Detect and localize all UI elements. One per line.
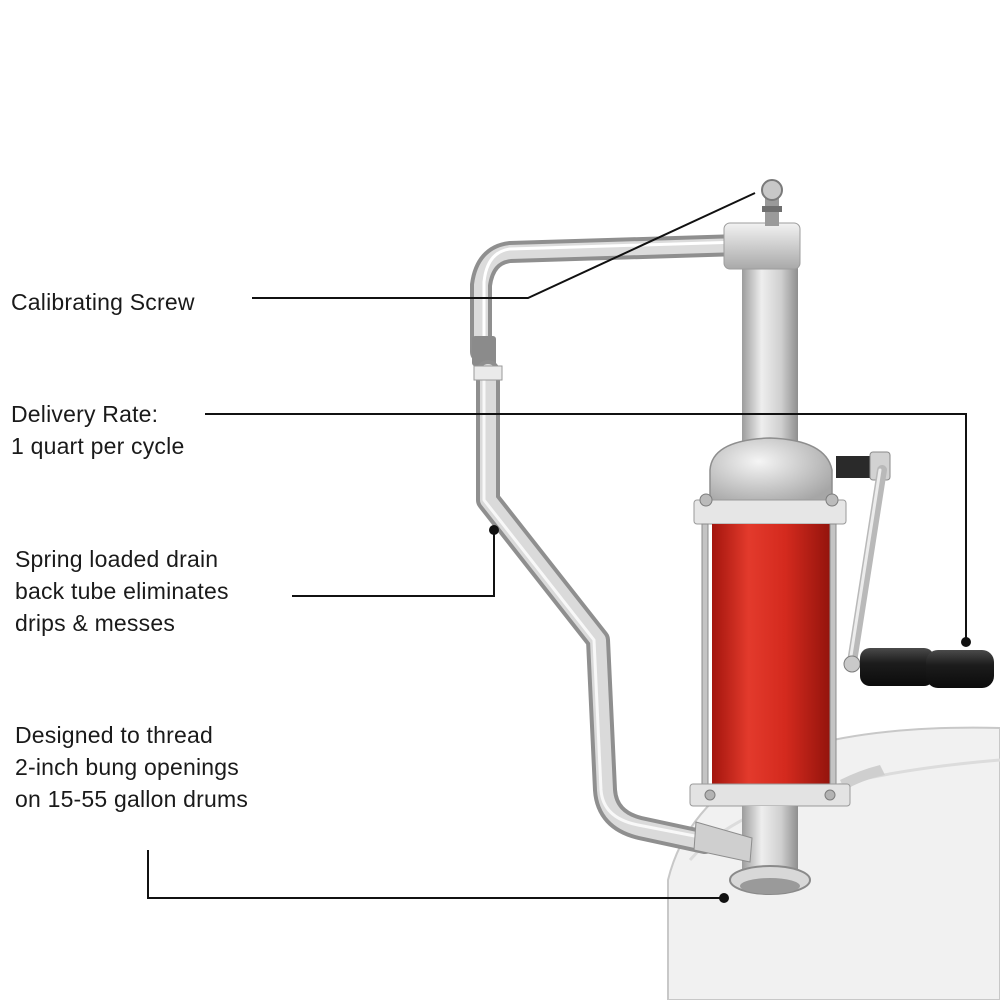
calibrating-screw-icon (761, 179, 783, 226)
leader-drain-back-tube-dot (489, 525, 499, 535)
pump-head (709, 437, 833, 506)
spout-tip (472, 336, 496, 366)
callout-text: 1 quart per cycle (11, 433, 185, 459)
leader-calibrating-screw (252, 192, 756, 299)
leader-drain-back-tube (292, 534, 495, 597)
leader-bung-thread (147, 850, 722, 899)
leader-lines (147, 192, 971, 903)
callout-bung-thread: Designed to thread 2-inch bung openings … (15, 719, 248, 815)
leader-bung-thread-dot (719, 893, 729, 903)
leader-delivery-rate (205, 413, 967, 638)
callout-text: drips & messes (15, 610, 176, 636)
callout-text: 2-inch bung openings (15, 754, 239, 780)
callout-text: Spring loaded drain (15, 546, 219, 572)
outlet-tube (470, 234, 751, 363)
callout-text: Delivery Rate: (11, 401, 159, 427)
callout-text: Calibrating Screw (11, 289, 195, 315)
callout-text: on 15-55 gallon drums (15, 786, 249, 812)
crank-handle-icon (836, 451, 994, 688)
callout-text: back tube eliminates (15, 578, 229, 604)
callout-drain-back-tube: Spring loaded drain back tube eliminates… (15, 543, 229, 639)
leader-delivery-rate-dot (961, 637, 971, 647)
callout-calibrating-screw: Calibrating Screw (11, 286, 195, 318)
callout-text: Designed to thread (15, 722, 213, 748)
drain-back-tube (476, 360, 717, 854)
callout-delivery-rate: Delivery Rate: 1 quart per cycle (11, 398, 184, 462)
red-cylinder (712, 524, 834, 792)
